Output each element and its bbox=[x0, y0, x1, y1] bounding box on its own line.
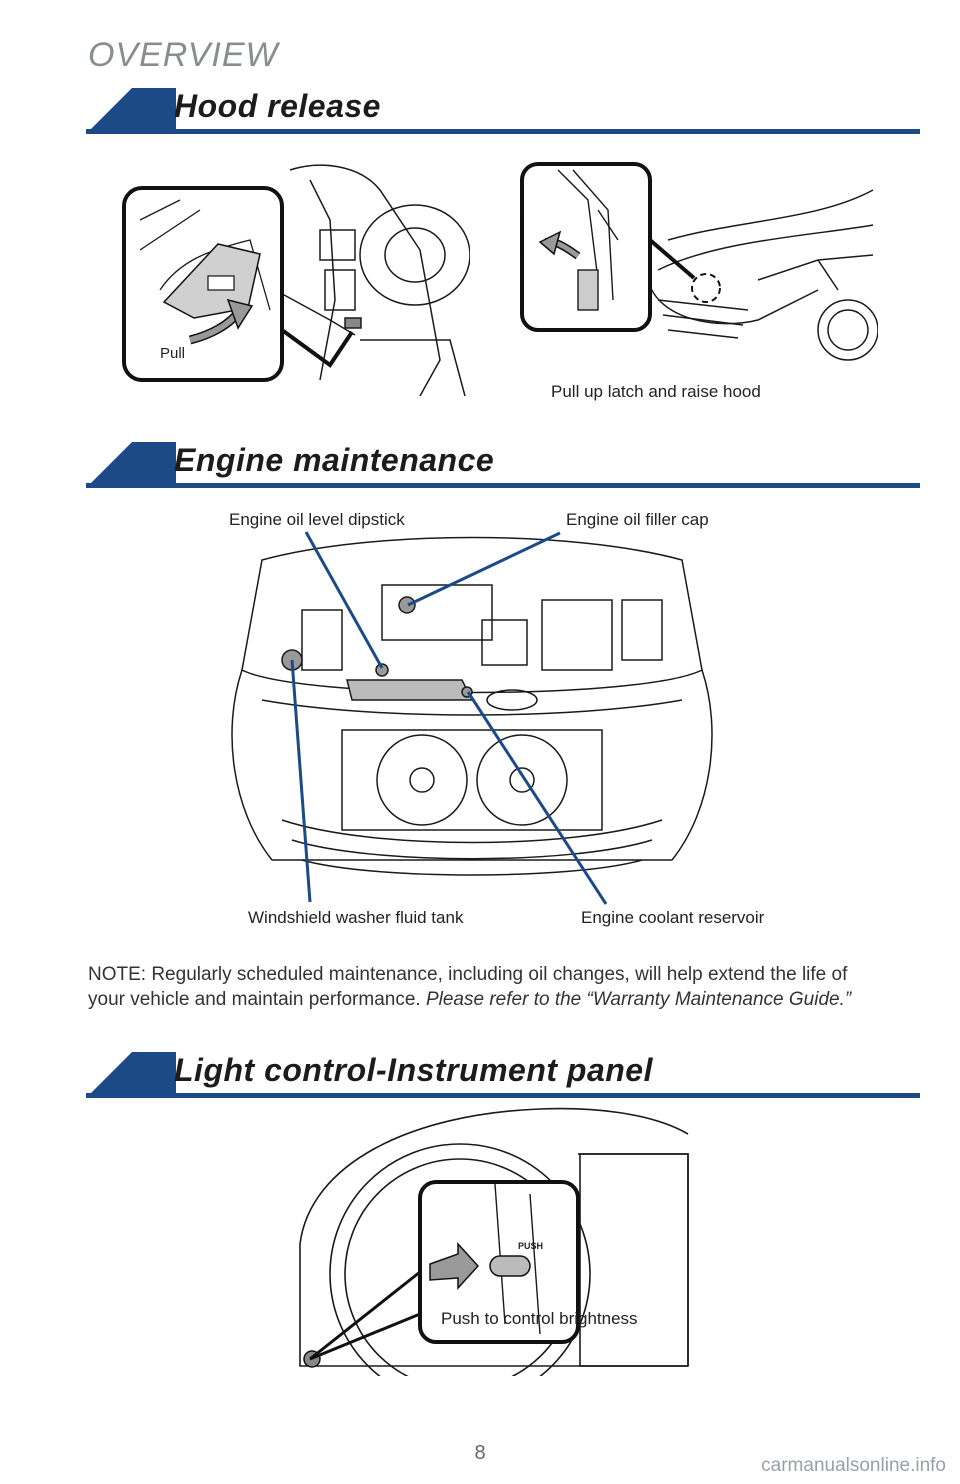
section-wedge-icon bbox=[86, 1052, 176, 1098]
note-reference: Please refer to the “Warranty Maintenanc… bbox=[425, 989, 852, 1010]
section-rule bbox=[86, 129, 920, 134]
engine-maintenance-header: Engine maintenance bbox=[86, 438, 920, 488]
filler-cap-label: Engine oil filler cap bbox=[566, 510, 709, 529]
note-text: NOTE: Regularly scheduled maintenance, i… bbox=[88, 964, 848, 1010]
coolant-label: Engine coolant reservoir bbox=[581, 908, 765, 927]
hood-latch-illustration bbox=[520, 162, 878, 361]
hood-release-title: Hood release bbox=[174, 88, 381, 124]
engine-maintenance-title: Engine maintenance bbox=[174, 442, 495, 478]
instrument-panel-illustration: PUSH bbox=[299, 1107, 689, 1376]
push-button-text: PUSH bbox=[518, 1241, 543, 1251]
section-rule bbox=[86, 483, 920, 488]
pull-label: Pull bbox=[160, 345, 185, 362]
hood-release-header: Hood release bbox=[86, 84, 920, 134]
page-number: 8 bbox=[474, 1442, 486, 1464]
light-control-title: Light control-Instrument panel bbox=[174, 1052, 653, 1088]
dipstick-label: Engine oil level dipstick bbox=[229, 510, 405, 529]
overview-heading: OVERVIEW bbox=[88, 36, 279, 74]
engine-leader-lines bbox=[290, 531, 608, 905]
light-control-header: Light control-Instrument panel bbox=[86, 1048, 920, 1098]
latch-label: Pull up latch and raise hood bbox=[551, 382, 761, 401]
brightness-label: Push to control brightness bbox=[441, 1309, 638, 1328]
maintenance-note: NOTE: Regularly scheduled maintenance, i… bbox=[88, 962, 888, 1012]
section-rule bbox=[86, 1093, 920, 1098]
section-wedge-icon bbox=[86, 442, 176, 488]
section-wedge-icon bbox=[86, 88, 176, 134]
hood-release-interior-illustration: Pull bbox=[122, 164, 470, 396]
washer-tank-label: Windshield washer fluid tank bbox=[248, 908, 464, 927]
engine-bay-illustration bbox=[231, 536, 713, 876]
watermark: carmanualsonline.info bbox=[761, 1455, 946, 1476]
